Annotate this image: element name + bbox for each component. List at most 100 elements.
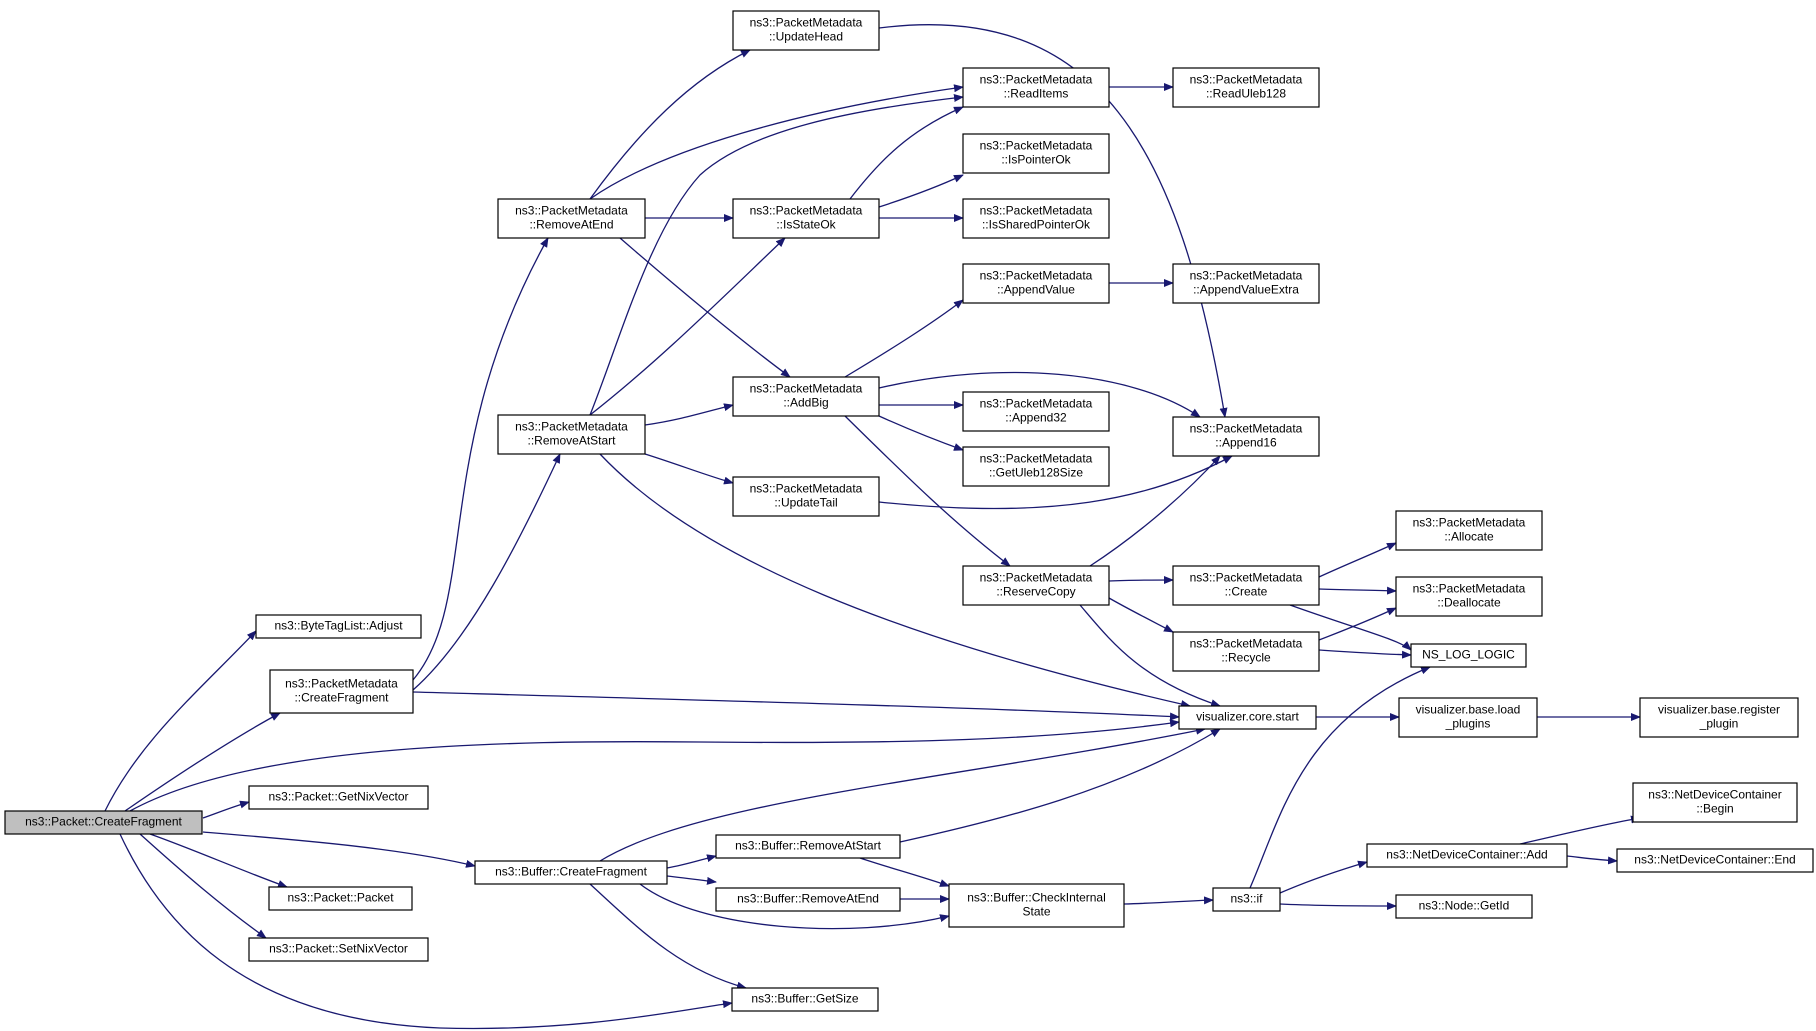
node-pm-append16[interactable]: ns3::PacketMetadata::Append16 <box>1172 416 1320 457</box>
call-edge-line <box>1089 455 1221 567</box>
node-ndc-end[interactable]: ns3::NetDeviceContainer::End <box>1616 848 1814 873</box>
node-label: ns3::Packet::GetNixVector <box>268 790 408 804</box>
node-label: ::IsStateOk <box>776 218 836 232</box>
node-label: ns3::PacketMetadata <box>750 482 863 496</box>
node-btl-adjust[interactable]: ns3::ByteTagList::Adjust <box>255 614 422 639</box>
node-label: ns3::PacketMetadata <box>980 397 1093 411</box>
node-box <box>1639 697 1799 738</box>
node-b-createfragment[interactable]: ns3::Buffer::CreateFragment <box>474 860 668 885</box>
call-edge-line <box>899 728 1221 843</box>
node-pm-issharedpointerok[interactable]: ns3::PacketMetadata::IsSharedPointerOk <box>962 198 1110 239</box>
node-pm-reservecopy[interactable]: ns3::PacketMetadata::ReserveCopy <box>962 565 1110 606</box>
node-box <box>1172 565 1320 606</box>
node-pm-createfragment[interactable]: ns3::PacketMetadata::CreateFragment <box>269 669 414 714</box>
node-label: ns3::Packet::SetNixVector <box>269 942 408 956</box>
node-box <box>1410 643 1527 668</box>
node-pm-appendvalueextra[interactable]: ns3::PacketMetadata::AppendValueExtra <box>1172 263 1320 304</box>
call-edge <box>666 875 717 885</box>
call-edge <box>844 415 1011 567</box>
node-vis-base-register-plugin[interactable]: visualizer.base.register_plugin <box>1639 697 1799 738</box>
call-edge <box>1566 855 1618 865</box>
node-vis-core-start[interactable]: visualizer.core.start <box>1178 705 1317 730</box>
node-pm-ispointerok[interactable]: ns3::PacketMetadata::IsPointerOk <box>962 133 1110 174</box>
node-box <box>732 198 880 239</box>
node-pm-allocate[interactable]: ns3::PacketMetadata::Allocate <box>1395 510 1543 551</box>
call-edge-line <box>878 24 1228 418</box>
node-ns3-if[interactable]: ns3::if <box>1212 887 1281 912</box>
call-edge <box>644 403 734 426</box>
call-edge-line <box>1123 896 1214 905</box>
node-label: ns3::NetDeviceContainer <box>1648 788 1781 802</box>
node-label: ::GetUleb128Size <box>989 466 1083 480</box>
node-pm-appendvalue[interactable]: ns3::PacketMetadata::AppendValue <box>962 263 1110 304</box>
node-box <box>1395 576 1543 617</box>
node-pm-removeatstart[interactable]: ns3::PacketMetadata::RemoveAtStart <box>497 414 646 455</box>
node-label: ::AddBig <box>783 396 828 410</box>
node-box <box>962 391 1110 432</box>
call-edge-line <box>1108 597 1174 633</box>
node-b-getsize[interactable]: ns3::Buffer::GetSize <box>731 987 879 1012</box>
node-pm-addbig[interactable]: ns3::PacketMetadata::AddBig <box>732 376 880 417</box>
edges-layer <box>104 24 1641 1030</box>
call-edge <box>859 857 950 887</box>
node-label: ns3::PacketMetadata <box>980 452 1093 466</box>
node-label: ns3::PacketMetadata <box>980 571 1093 585</box>
node-p-getnix[interactable]: ns3::Packet::GetNixVector <box>248 785 429 810</box>
call-edge-line <box>1566 855 1618 865</box>
node-pm-updatetail[interactable]: ns3::PacketMetadata::UpdateTail <box>732 476 880 517</box>
node-p-setnix[interactable]: ns3::Packet::SetNixVector <box>248 937 429 962</box>
call-edge-line <box>202 831 476 868</box>
call-edge-line <box>412 237 549 681</box>
call-edge <box>589 94 964 416</box>
node-pm-append32[interactable]: ns3::PacketMetadata::Append32 <box>962 391 1110 432</box>
node-label: ns3::PacketMetadata <box>515 204 628 218</box>
node-label: ns3::PacketMetadata <box>1190 269 1303 283</box>
node-pm-getuleb128size[interactable]: ns3::PacketMetadata::GetUleb128Size <box>962 446 1110 487</box>
call-edge <box>1318 542 1397 578</box>
call-edge <box>1318 607 1397 641</box>
call-edge <box>878 415 964 451</box>
call-edge <box>1108 597 1174 633</box>
call-edge-line <box>644 403 734 426</box>
call-edge <box>139 833 267 939</box>
node-pm-readitems[interactable]: ns3::PacketMetadata::ReadItems <box>962 67 1110 108</box>
node-p-packet[interactable]: ns3::Packet::Packet <box>268 886 413 911</box>
node-b-removeatstart[interactable]: ns3::Buffer::RemoveAtStart <box>715 834 901 859</box>
node-label: _plugin <box>1699 717 1739 731</box>
call-edge <box>878 24 1228 418</box>
call-edge <box>1279 901 1397 910</box>
node-ns-log-logic[interactable]: NS_LOG_LOGIC <box>1410 643 1527 668</box>
node-label: ::Allocate <box>1444 530 1494 544</box>
node-label: ns3::PacketMetadata <box>750 204 863 218</box>
node-label: ns3::PacketMetadata <box>1190 422 1303 436</box>
node-pm-removeatend[interactable]: ns3::PacketMetadata::RemoveAtEnd <box>497 198 646 239</box>
node-label: ::Append16 <box>1215 436 1277 450</box>
node-box <box>962 133 1110 174</box>
node-pm-recycle[interactable]: ns3::PacketMetadata::Recycle <box>1172 631 1320 672</box>
call-edge-line <box>139 833 267 939</box>
node-ndc-begin[interactable]: ns3::NetDeviceContainer::Begin <box>1632 782 1798 823</box>
call-edge-line <box>1318 542 1397 578</box>
call-edge <box>899 728 1221 843</box>
call-edge <box>202 800 250 819</box>
node-pm-create[interactable]: ns3::PacketMetadata::Create <box>1172 565 1320 606</box>
node-b-removeatend[interactable]: ns3::Buffer::RemoveAtEnd <box>715 887 901 912</box>
node-box <box>962 198 1110 239</box>
node-label: _plugins <box>1445 717 1491 731</box>
node-pm-updatehead[interactable]: ns3::PacketMetadata::UpdateHead <box>732 10 880 51</box>
node-pm-readuleb128[interactable]: ns3::PacketMetadata::ReadUleb128 <box>1172 67 1320 108</box>
node-root[interactable]: ns3::Packet::CreateFragment <box>4 810 203 835</box>
node-ndc-add[interactable]: ns3::NetDeviceContainer::Add <box>1366 843 1568 868</box>
node-vis-base-load-plugins[interactable]: visualizer.base.load_plugins <box>1398 697 1538 738</box>
node-pm-isstateok[interactable]: ns3::PacketMetadata::IsStateOk <box>732 198 880 239</box>
call-edge-line <box>619 237 791 378</box>
call-edge <box>589 84 964 200</box>
node-node-getid[interactable]: ns3::Node::GetId <box>1395 894 1533 919</box>
node-label: ::IsSharedPointerOk <box>982 218 1091 232</box>
node-label: ns3::PacketMetadata <box>1190 571 1303 585</box>
call-edge-line <box>412 691 1180 721</box>
call-edge <box>878 174 964 208</box>
node-pm-deallocate[interactable]: ns3::PacketMetadata::Deallocate <box>1395 576 1543 617</box>
call-edge <box>1249 666 1431 889</box>
